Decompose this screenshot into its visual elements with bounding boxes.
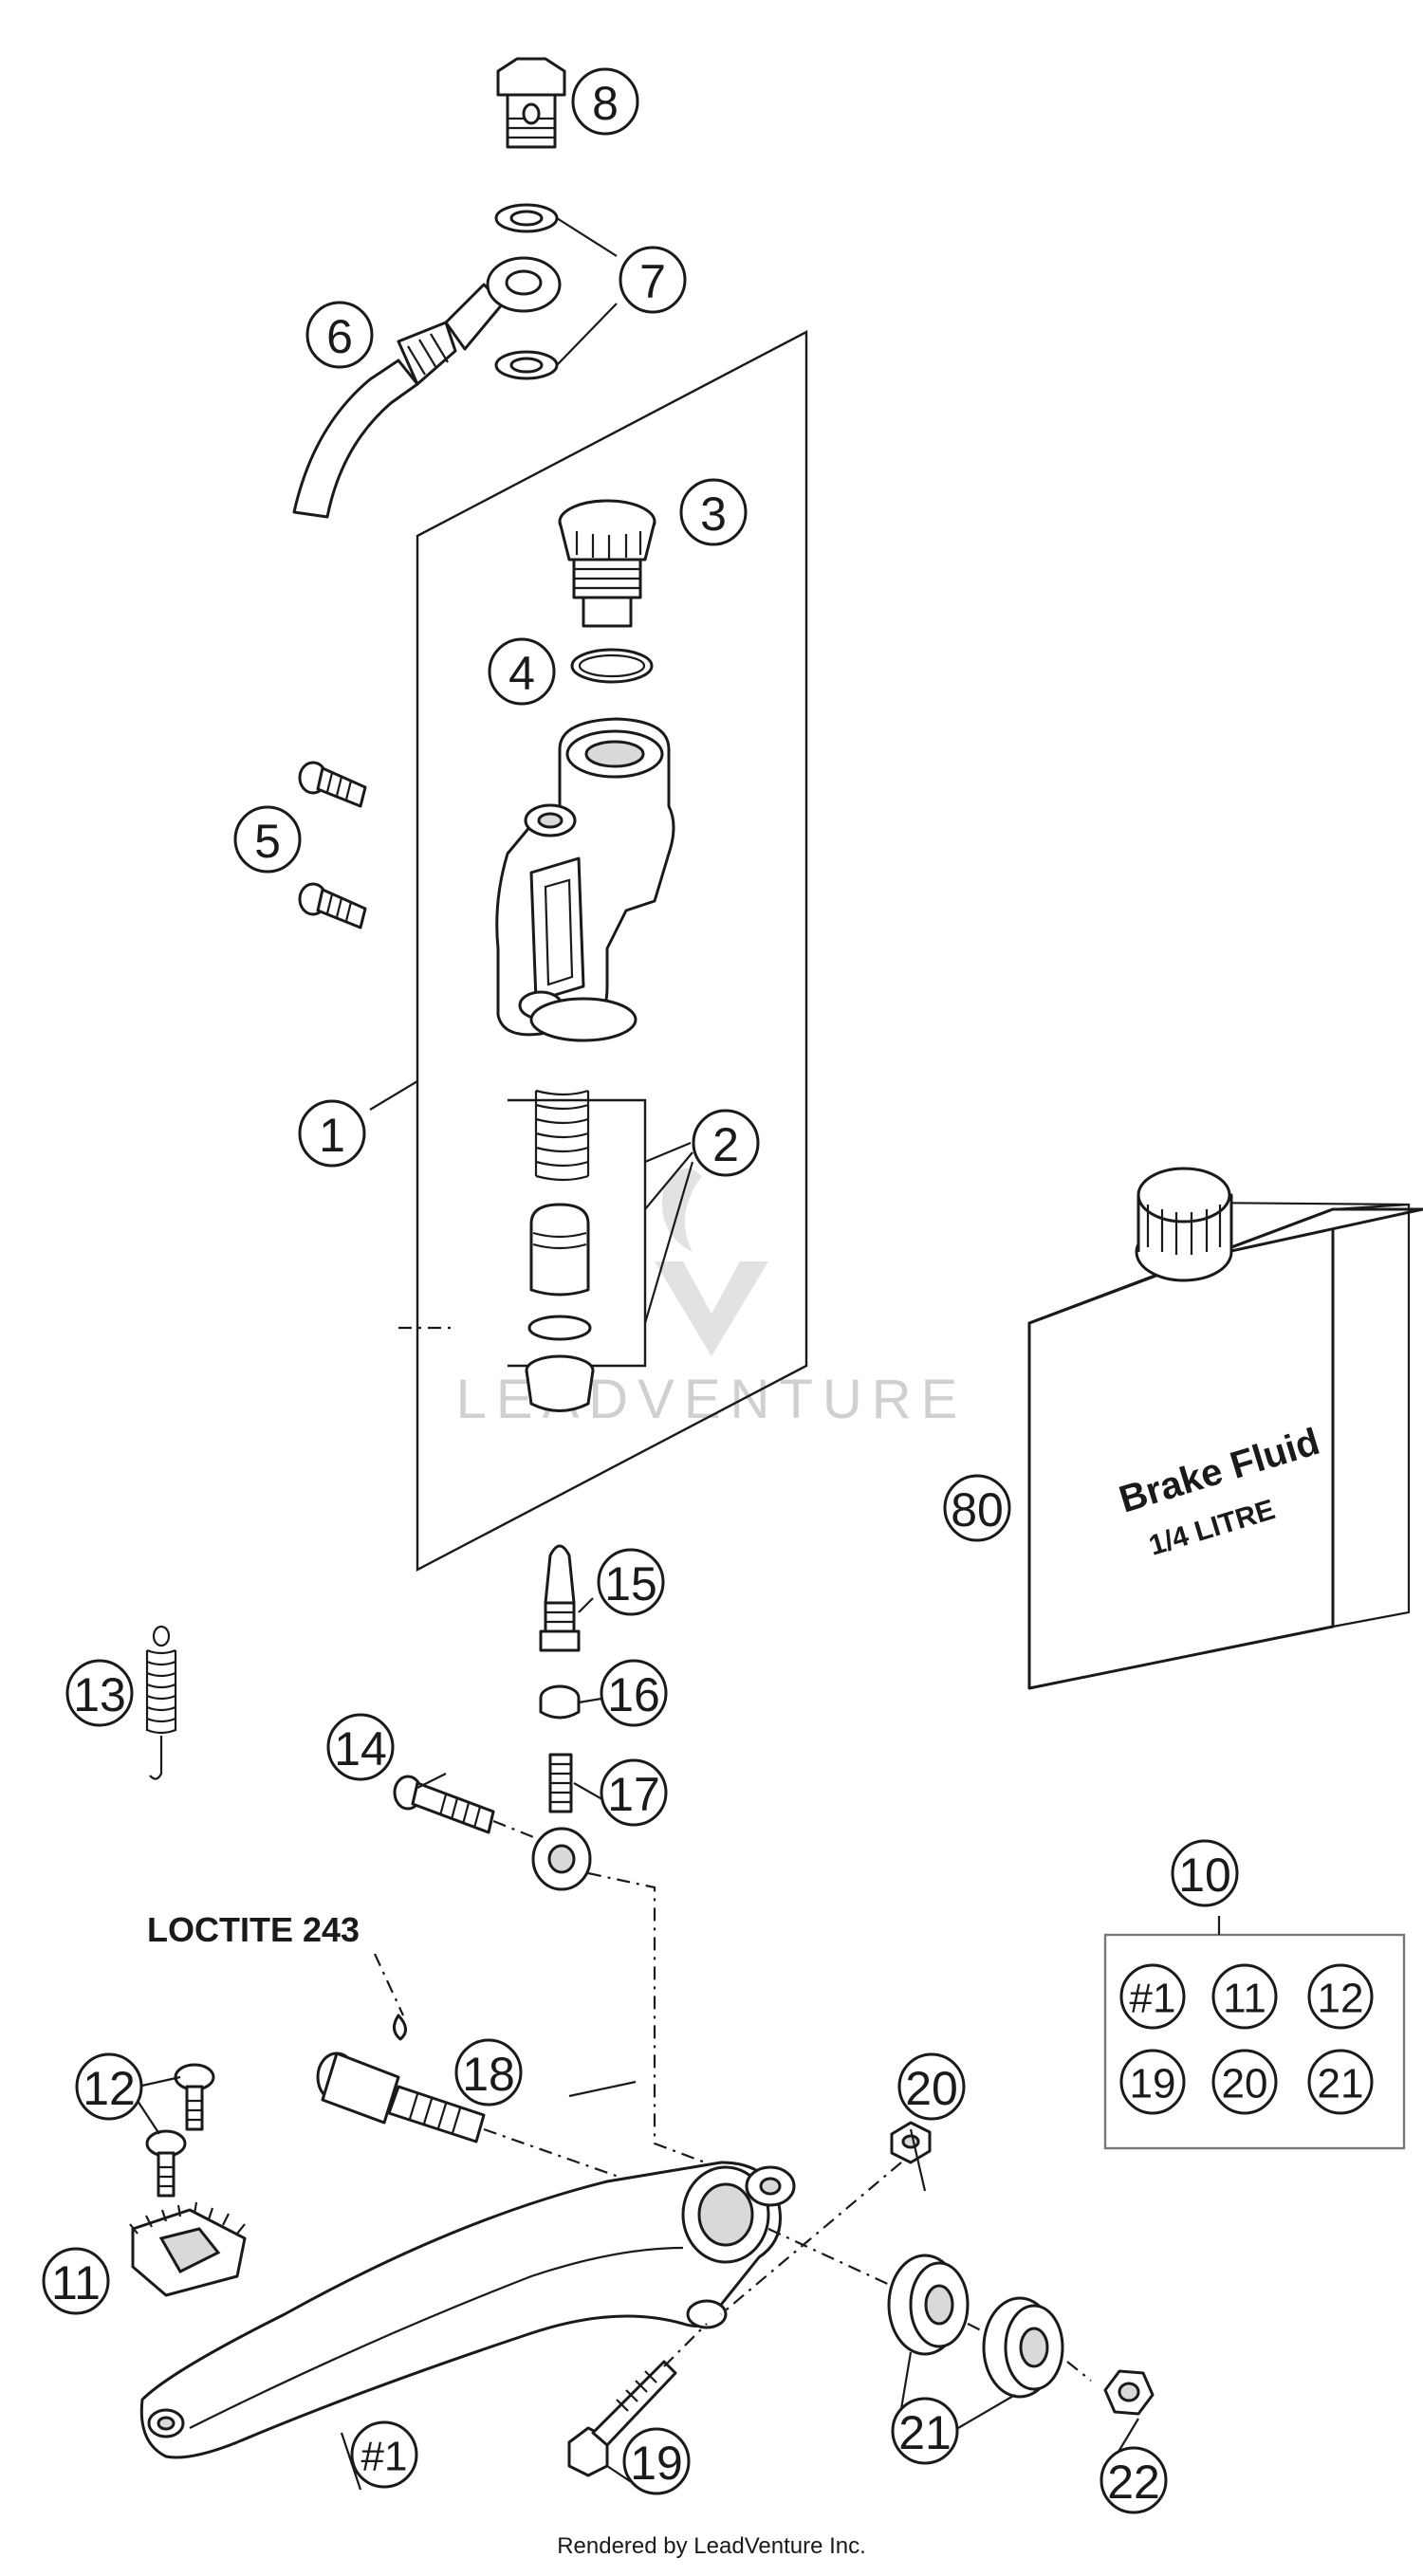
brake-hose-6 bbox=[292, 256, 562, 519]
kit-item-6: 21 bbox=[1307, 2049, 1374, 2115]
callout-6: 6 bbox=[305, 301, 374, 369]
callout-2: 2 bbox=[692, 1109, 760, 1177]
svg-text:12: 12 bbox=[1318, 1976, 1364, 2022]
callout-1: 1 bbox=[298, 1099, 366, 1168]
brake-pedal-tip-11 bbox=[129, 2201, 247, 2297]
callout-14: 14 bbox=[326, 1713, 395, 1781]
svg-text:7: 7 bbox=[639, 255, 666, 308]
svg-text:6: 6 bbox=[326, 310, 353, 363]
svg-text:17: 17 bbox=[607, 1768, 660, 1821]
nut-22 bbox=[1103, 2369, 1155, 2416]
return-spring-13 bbox=[145, 1625, 177, 1780]
pivot-bolt-18 bbox=[316, 2052, 486, 2144]
spring-2 bbox=[534, 1089, 590, 1182]
callout-13: 13 bbox=[65, 1659, 134, 1727]
svg-text:11: 11 bbox=[51, 2256, 101, 2309]
screw-5b bbox=[298, 882, 367, 929]
callout-4: 4 bbox=[488, 637, 556, 706]
callout-5: 5 bbox=[233, 805, 302, 874]
svg-text:#1: #1 bbox=[1130, 1976, 1176, 2022]
svg-text:15: 15 bbox=[604, 1557, 657, 1610]
seal-cup-2 bbox=[525, 1354, 595, 1412]
kit-item-2: 11 bbox=[1211, 1963, 1278, 2030]
circlip-2 bbox=[527, 1315, 592, 1341]
master-cylinder-body bbox=[495, 717, 675, 1042]
svg-text:5: 5 bbox=[254, 815, 281, 868]
brake-pedal bbox=[139, 2161, 796, 2459]
clevis-17 bbox=[531, 1753, 592, 1891]
svg-text:20: 20 bbox=[905, 2062, 958, 2115]
svg-text:#1: #1 bbox=[361, 2434, 408, 2480]
callout-pedal: #1 bbox=[350, 2420, 418, 2489]
loctite-note: LOCTITE 243 bbox=[147, 1910, 360, 1949]
callout-3: 3 bbox=[679, 478, 748, 546]
callout-11: 11 bbox=[42, 2247, 110, 2315]
svg-text:4: 4 bbox=[508, 647, 535, 700]
nut-20 bbox=[890, 2121, 932, 2164]
callout-8: 8 bbox=[571, 67, 639, 136]
svg-text:80: 80 bbox=[951, 1483, 1004, 1536]
svg-text:12: 12 bbox=[83, 2062, 136, 2115]
svg-text:19: 19 bbox=[630, 2437, 683, 2490]
svg-text:16: 16 bbox=[607, 1668, 660, 1721]
svg-text:10: 10 bbox=[1178, 1849, 1231, 1902]
kit-item-4: 19 bbox=[1119, 2049, 1186, 2115]
credit-text: Rendered by LeadVenture Inc. bbox=[557, 2533, 866, 2559]
callout-12: 12 bbox=[75, 2052, 143, 2121]
bearing-21b bbox=[982, 2296, 1064, 2399]
push-rod-15 bbox=[539, 1544, 581, 1652]
assembly-line-clevis bbox=[587, 1871, 731, 2174]
svg-text:21: 21 bbox=[1318, 2061, 1364, 2107]
callout-7: 7 bbox=[619, 246, 687, 314]
callout-10: 10 bbox=[1171, 1839, 1239, 1907]
svg-text:13: 13 bbox=[73, 1668, 126, 1721]
bolt-14 bbox=[393, 1775, 495, 1834]
screw-5a bbox=[298, 761, 367, 808]
kit-item-5: 20 bbox=[1211, 2049, 1278, 2115]
callout-15: 15 bbox=[597, 1548, 665, 1616]
bearing-21a bbox=[887, 2254, 970, 2356]
svg-text:22: 22 bbox=[1107, 2456, 1160, 2509]
piston-2 bbox=[529, 1203, 590, 1297]
kit-item-3: 12 bbox=[1307, 1963, 1374, 2030]
callout-22: 22 bbox=[1100, 2446, 1168, 2514]
callout-19: 19 bbox=[622, 2427, 691, 2495]
svg-text:21: 21 bbox=[898, 2406, 952, 2459]
svg-text:3: 3 bbox=[700, 488, 727, 541]
loctite-drop bbox=[393, 2014, 407, 2041]
svg-text:20: 20 bbox=[1222, 2061, 1268, 2107]
brake-fluid-jug-80: Brake Fluid 1/4 LITRE bbox=[1027, 1167, 1423, 1690]
assembly-frame-1 bbox=[416, 330, 808, 1572]
callout-20: 20 bbox=[897, 2052, 966, 2121]
bolt-12a bbox=[174, 2063, 215, 2131]
callout-18: 18 bbox=[454, 2038, 523, 2107]
callout-80: 80 bbox=[943, 1474, 1011, 1542]
svg-text:1: 1 bbox=[319, 1109, 345, 1162]
banjo-bolt-8 bbox=[496, 57, 566, 149]
svg-text:8: 8 bbox=[592, 77, 619, 130]
nut-16 bbox=[539, 1684, 581, 1720]
svg-text:19: 19 bbox=[1130, 2061, 1176, 2107]
reservoir-cap-3 bbox=[558, 499, 656, 628]
svg-text:14: 14 bbox=[334, 1722, 387, 1776]
svg-text:11: 11 bbox=[1223, 1976, 1266, 2022]
callout-16: 16 bbox=[600, 1659, 668, 1727]
kit-10-box bbox=[1103, 1933, 1406, 2150]
svg-text:2: 2 bbox=[712, 1118, 739, 1171]
callout-17: 17 bbox=[600, 1758, 668, 1827]
bolt-12b bbox=[145, 2129, 187, 2198]
svg-text:18: 18 bbox=[462, 2048, 515, 2101]
callout-21: 21 bbox=[891, 2397, 959, 2465]
bolt-19 bbox=[567, 2360, 677, 2477]
kit-item-1: #1 bbox=[1119, 1963, 1186, 2030]
